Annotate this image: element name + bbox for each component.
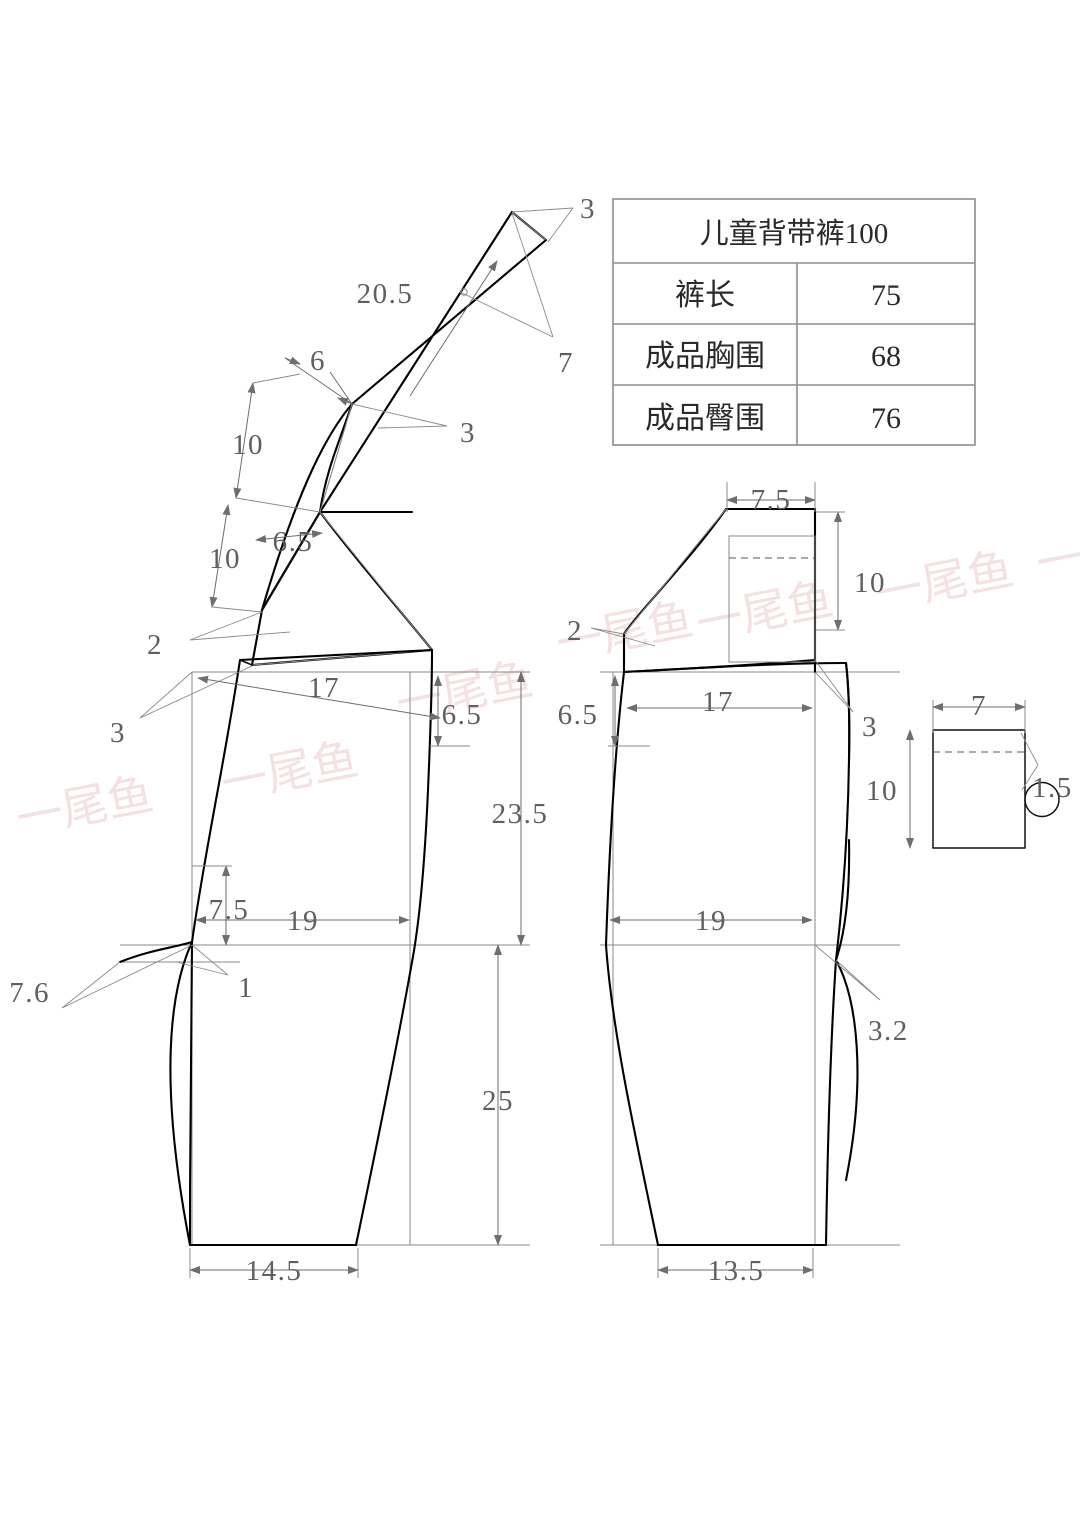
watermark-text: 一尾鱼: [12, 768, 157, 844]
left-leg-piece: [118, 648, 434, 1247]
dim-label-left-crotch-1: 1: [238, 972, 254, 1004]
right-construction-lines: [600, 671, 900, 1246]
dim-label-right-waist-17: 17: [702, 686, 734, 718]
dim-label-bib-lower: 10: [209, 543, 241, 575]
dim-pocket-width-7: 7: [932, 690, 1026, 733]
dim-label-strap-angle: 3: [460, 417, 476, 449]
dim-strap-offset-6: 6: [284, 345, 353, 406]
dim-label-right-waist-2: 2: [567, 615, 583, 647]
dim-right-hip-19: 19: [609, 905, 813, 937]
dim-right-hem-13-5: 13.5: [657, 1248, 814, 1287]
dim-label-right-bib-top: 7.5: [751, 484, 792, 516]
dim-label-bib-width: 6.5: [273, 526, 314, 558]
dim-strap-angle-3: 3: [351, 403, 476, 449]
dim-strap-tip-3: 3: [511, 193, 596, 243]
dim-pocket-notch-1-5: 1.5: [1020, 732, 1073, 804]
dim-strap-width-7: 7: [459, 212, 574, 379]
dim-label-right-crotch-32: 3.2: [868, 1015, 909, 1047]
dim-label-left-hip-19: 19: [287, 905, 319, 937]
left-bib-piece: [250, 402, 434, 667]
dim-strap-length: 20.5: [357, 260, 498, 397]
right-leg-piece: [604, 661, 859, 1247]
dim-label-left-waist-3: 3: [110, 717, 126, 749]
spec-table: 儿童背带裤100 裤长 75 成品胸围 68 成品臀围 76: [612, 198, 976, 446]
dim-left-crotch-7-6: 7.6: [9, 944, 193, 1009]
dim-center-rise-23-5: 23.5: [492, 671, 549, 946]
spec-row-label: 裤长: [675, 279, 735, 312]
dim-label-left-dip: 6.5: [442, 699, 483, 731]
dim-bib-left-width-6-5: 6.5: [255, 526, 323, 558]
dim-left-dip-6-5: 6.5: [430, 675, 483, 747]
dim-label-right-dip: 6.5: [558, 699, 599, 731]
dim-label-strap-tip: 3: [580, 193, 596, 225]
dim-label-right-bib-height: 10: [854, 567, 886, 599]
right-bib-piece: [622, 507, 817, 674]
dim-left-waist-2: 2: [147, 611, 291, 661]
dim-label-left-hem: 14.5: [246, 1255, 303, 1287]
dim-right-dip-6-5: 6.5: [558, 675, 650, 747]
dim-right-bib-height-10: 10: [816, 511, 886, 631]
dim-label-left-waist-2: 2: [147, 629, 163, 661]
spec-row-value: 68: [871, 340, 901, 373]
dim-label-center-inseam: 25: [482, 1085, 514, 1117]
dim-right-waist-2: 2: [567, 615, 656, 647]
dim-left-hip-7-5: 7.5: [192, 865, 250, 946]
dim-right-waist-3: 3: [814, 659, 878, 743]
dim-label-right-waist-3: 3: [862, 711, 878, 743]
dim-label-pocket-height: 10: [866, 775, 898, 807]
pocket-notch-arc: [1024, 781, 1060, 818]
watermark-text: 一尾鱼: [872, 543, 1017, 619]
spec-row-value: 75: [871, 279, 901, 312]
dim-left-hip-19: 19: [195, 905, 410, 937]
dim-left-hem-14-5: 14.5: [189, 1248, 359, 1287]
pocket-piece: [932, 729, 1060, 849]
dim-center-inseam-25: 25: [482, 944, 514, 1246]
dim-label-strap-length: 20.5: [357, 278, 414, 310]
dim-label-strap-width: 7: [558, 347, 574, 379]
spec-row-label: 成品胸围: [645, 340, 765, 373]
dim-left-crotch-1: 1: [175, 944, 254, 1004]
dim-label-strap-offset: 6: [310, 345, 326, 377]
dim-label-bib-upper: 10: [232, 429, 264, 461]
watermark-group: 一尾鱼 一尾鱼 一尾鱼 一尾鱼 一尾鱼 一尾鱼 一尾鱼: [12, 513, 1080, 844]
dim-left-waist-17: 17: [197, 672, 441, 721]
dim-bib-left-lower-10: 10: [209, 504, 263, 613]
dim-label-right-hip-19: 19: [695, 905, 727, 937]
spec-row-value: 76: [871, 402, 901, 435]
dim-right-crotch-3-2: 3.2: [814, 944, 909, 1047]
watermark-text: 一尾鱼: [1032, 513, 1080, 589]
spec-table-title: 儿童背带裤100: [700, 217, 889, 250]
dim-label-pocket-notch: 1.5: [1032, 772, 1073, 804]
dim-label-left-waist-17: 17: [308, 672, 340, 704]
dim-right-bib-top-7-5: 7.5: [726, 482, 816, 516]
dim-label-right-hem: 13.5: [708, 1255, 765, 1287]
dim-label-center-rise: 23.5: [492, 798, 549, 830]
dim-label-left-hip-75: 7.5: [209, 894, 250, 926]
dim-pocket-height-10: 10: [866, 729, 914, 849]
dim-label-pocket-width: 7: [971, 690, 987, 722]
dim-right-waist-17: 17: [626, 686, 813, 718]
dim-left-waist-3: 3: [110, 665, 253, 749]
dim-label-left-crotch-76: 7.6: [9, 977, 50, 1009]
watermark-text: 一尾鱼: [217, 733, 362, 809]
dim-bib-left-upper-10: 10: [232, 373, 321, 513]
spec-row-label: 成品臀围: [645, 402, 765, 435]
